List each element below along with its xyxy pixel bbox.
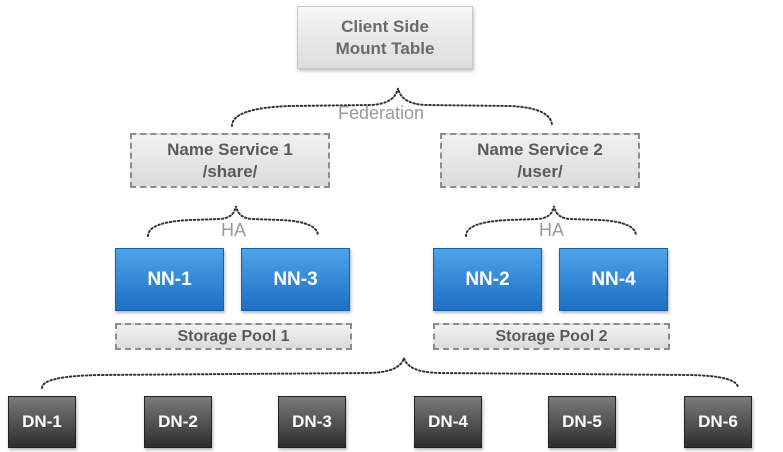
datanode-dn-2: DN-2 [144,396,212,448]
storage-pool-2: Storage Pool 2 [433,323,670,350]
name-service-1-path: /share/ [202,161,258,181]
mount-table-line1: Client Side [341,16,429,36]
datanode-label: DN-6 [698,412,738,431]
storage-pool-1: Storage Pool 1 [115,323,352,350]
client-side-mount-table: Client Side Mount Table [297,6,473,69]
datanode-label: DN-3 [292,412,332,431]
mount-table-line2: Mount Table [335,38,435,58]
datanode-dn-3: DN-3 [278,396,346,448]
datanode-label: DN-4 [428,412,468,431]
datanode-dn-6: DN-6 [684,396,752,448]
ha-connector-2 [465,205,637,237]
datanode-label: DN-1 [22,412,62,431]
name-service-2: Name Service 2 /user/ [440,133,640,188]
namenode-label: NN-3 [273,268,318,290]
name-service-1-title: Name Service 1 [167,139,293,159]
ha-connector-1 [147,205,319,237]
datanode-connector [41,354,739,389]
datanode-label: DN-5 [562,412,602,431]
namenode-label: NN-1 [147,268,192,290]
namenode-label: NN-2 [465,268,510,290]
namenode-nn-1: NN-1 [115,248,224,311]
datanode-dn-4: DN-4 [414,396,482,448]
namenode-nn-4: NN-4 [559,248,668,311]
namenode-nn-3: NN-3 [241,248,350,311]
datanode-label: DN-2 [158,412,198,431]
federation-label: Federation [338,103,425,123]
ha-label-2: HA [539,220,565,240]
name-service-2-title: Name Service 2 [477,139,603,159]
datanode-dn-5: DN-5 [548,396,616,448]
datanode-dn-1: DN-1 [8,396,76,448]
namenode-label: NN-4 [591,268,636,290]
storage-pool-label: Storage Pool 1 [177,327,290,345]
storage-pool-label: Storage Pool 2 [495,327,608,345]
federation-connector [231,87,553,127]
name-service-1: Name Service 1 /share/ [130,133,330,188]
namenode-nn-2: NN-2 [433,248,542,311]
name-service-2-path: /user/ [517,161,563,181]
ha-label-1: HA [221,220,247,240]
